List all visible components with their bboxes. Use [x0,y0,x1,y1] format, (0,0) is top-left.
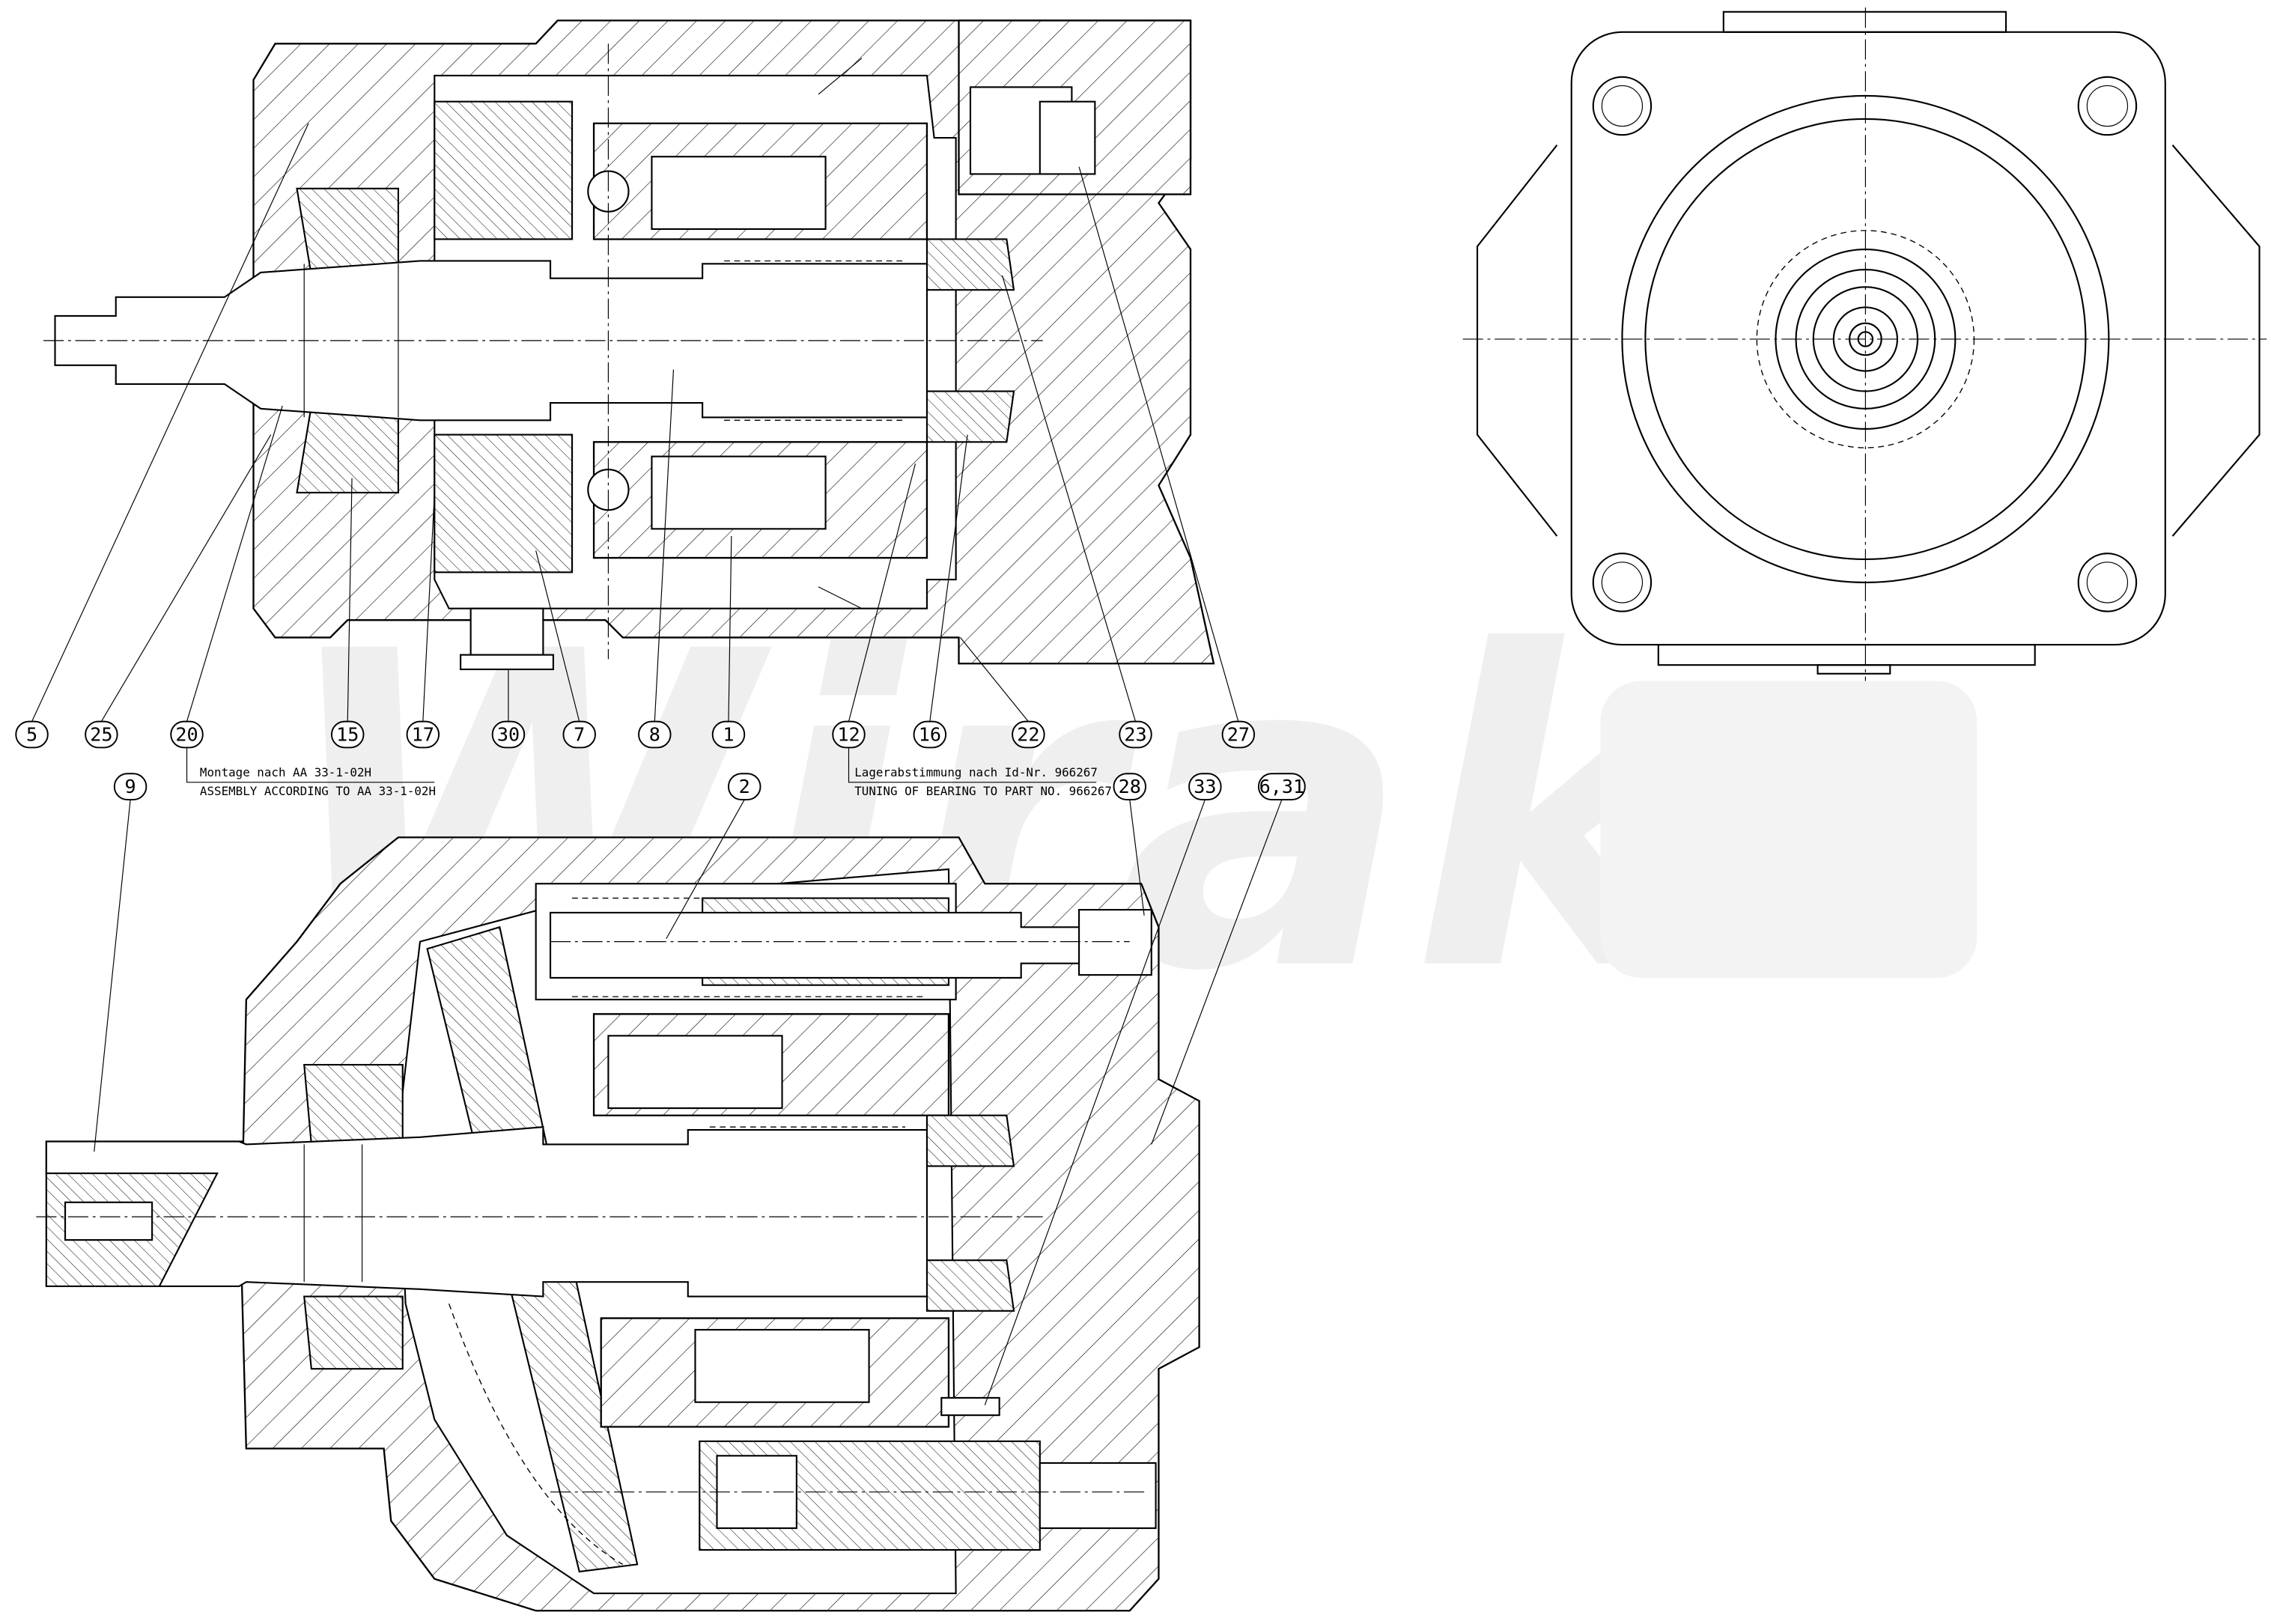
svg-text:33: 33 [1194,776,1216,797]
bolt-holes [1592,76,2138,612]
balloon: 16 [913,720,947,749]
svg-text:15: 15 [336,724,359,746]
balloon: 22 [1012,720,1045,749]
balloon: 1 [711,720,746,749]
svg-text:9: 9 [125,776,136,797]
bearing-note-de: Lagerabstimmung nach Id-Nr. 966267 [854,765,1098,779]
svg-text:30: 30 [497,724,520,746]
balloon: 8 [638,720,672,749]
svg-text:5: 5 [26,724,37,746]
balloon: 15 [330,720,365,749]
svg-text:1: 1 [723,724,734,746]
svg-text:7: 7 [574,724,585,746]
balloon: 7 [562,720,596,749]
balloon: 6,31 [1257,773,1306,801]
balloon: 5 [15,720,49,749]
leader-lines [31,123,1283,1405]
balloon: 12 [832,720,866,749]
balloon: 9 [113,773,148,801]
bottom-section-view [36,836,1200,1612]
balloon: 27 [1221,720,1256,749]
front-view [1462,7,2267,681]
svg-text:25: 25 [90,724,112,746]
balloon: 28 [1113,773,1147,801]
bearing-note-en: TUNING OF BEARING TO PART NO. 966267 [854,784,1112,798]
notes: Montage nach AA 33-1-02H ASSEMBLY ACCORD… [200,765,1112,798]
balloon: 30 [491,720,526,749]
svg-text:22: 22 [1017,724,1039,746]
svg-text:23: 23 [1124,724,1146,746]
svg-text:17: 17 [412,724,434,746]
svg-text:2: 2 [739,776,750,797]
svg-text:16: 16 [919,724,941,746]
svg-text:20: 20 [175,724,198,746]
top-section-view [43,19,1215,671]
balloon: 17 [406,720,440,749]
svg-text:12: 12 [837,724,860,746]
balloon: 25 [85,720,118,749]
svg-text:8: 8 [649,724,660,746]
balloon: 23 [1119,720,1152,749]
svg-text:27: 27 [1227,724,1250,746]
balloons-bottom: 9 2 28 33 6,31 [113,773,1306,801]
balloon: 20 [170,720,204,749]
svg-text:28: 28 [1119,776,1141,797]
svg-text:6,31: 6,31 [1259,776,1305,797]
assembly-note-de: Montage nach AA 33-1-02H [200,765,371,779]
balloon: 33 [1188,773,1222,801]
balloon: 2 [727,773,761,801]
assembly-note-en: ASSEMBLY ACCORDING TO AA 33-1-02H [200,784,436,798]
balloons-top: 5 25 20 15 17 30 7 8 1 12 16 22 23 27 [15,720,1256,749]
